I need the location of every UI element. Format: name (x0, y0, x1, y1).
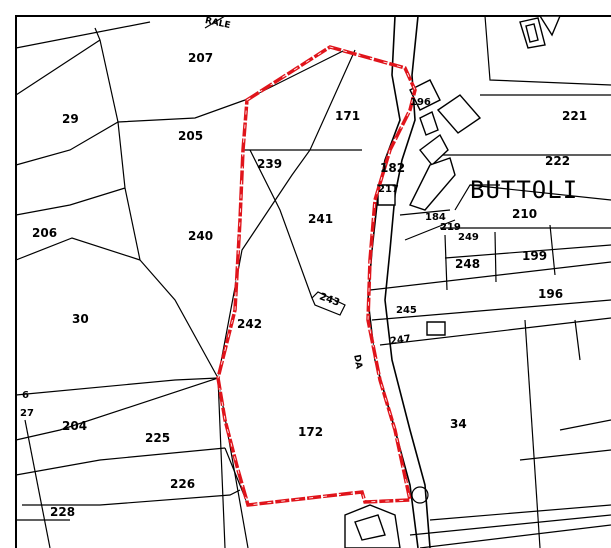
parcel-249: 249 (458, 232, 479, 243)
parcel-210: 210 (512, 207, 537, 221)
parcel-182: 182 (380, 161, 405, 175)
parcel-241: 241 (308, 212, 333, 226)
parcel-240: 240 (188, 229, 213, 243)
parcel-222: 222 (545, 154, 570, 168)
parcel-205: 205 (178, 129, 203, 143)
parcel-242: 242 (237, 317, 262, 331)
parcel-171: 171 (335, 109, 360, 123)
parcel-217: 217 (378, 184, 399, 195)
parcel-184: 184 (425, 212, 446, 223)
parcel-247: 247 (389, 334, 411, 348)
parcel-219: 219 (440, 222, 461, 233)
parcel-172: 172 (298, 425, 323, 439)
place-name: BUTTOLI (470, 176, 578, 204)
buildings (344, 15, 562, 548)
parcel-225: 225 (145, 431, 170, 445)
parcel-labels: RALE 207 29 205 171 196 221 182 222 239 … (20, 16, 587, 519)
parcel-228: 228 (50, 505, 75, 519)
parcel-206: 206 (32, 226, 57, 240)
parcel-6: 6 (22, 390, 29, 401)
parcel-248: 248 (455, 257, 480, 271)
parcel-34: 34 (450, 417, 467, 431)
road-ref-label: DA (351, 354, 363, 370)
parcel-199: 199 (522, 249, 547, 263)
map-frame (15, 15, 611, 548)
parcel-204: 204 (62, 419, 87, 433)
parcel-30: 30 (72, 312, 89, 326)
parcel-27: 27 (20, 408, 34, 419)
parcel-239: 239 (257, 157, 282, 171)
parcel-29: 29 (62, 112, 79, 126)
parcel-226: 226 (170, 477, 195, 491)
parcel-196b: 196 (538, 287, 563, 301)
parcel-245: 245 (396, 305, 417, 316)
parcel-207: 207 (188, 51, 213, 65)
parcel-boundaries (15, 15, 611, 548)
parcel-196a: 196 (410, 97, 431, 108)
parcel-221: 221 (562, 109, 587, 123)
